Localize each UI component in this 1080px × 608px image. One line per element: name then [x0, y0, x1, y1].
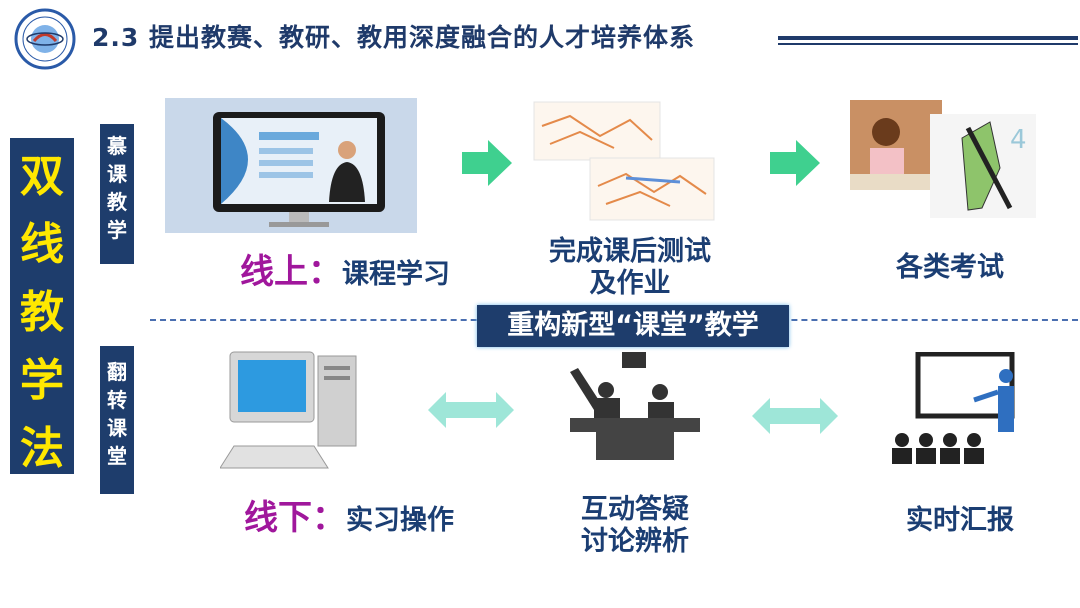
online-prefix: 线上：	[240, 252, 342, 292]
online-lecture-monitor-icon	[165, 98, 417, 233]
online-text: 课程学习	[342, 259, 450, 290]
right-arrow-icon	[770, 140, 820, 186]
tag-char: 课	[107, 416, 127, 440]
after-class-test-label: 完成课后测试 及作业	[540, 236, 720, 300]
tag-char: 学	[107, 218, 127, 242]
rebuild-classroom-banner: 重构新型“课堂”教学	[477, 305, 789, 347]
interact-line: 互动答疑	[581, 494, 689, 525]
left-bar-char: 学	[20, 355, 64, 406]
tag-char: 翻	[107, 360, 127, 384]
exams-label: 各类考试	[896, 252, 1004, 283]
double-arrow-icon	[428, 392, 514, 428]
tag-char: 教	[107, 190, 127, 214]
offline-practice-label: 线下：实习操作	[244, 490, 454, 539]
page-title: 2.3 提出教赛、教研、教用深度融合的人才培养体系	[92, 23, 695, 52]
flipped-class-tag: 翻 转 课 堂	[100, 346, 134, 494]
real-time-report-label: 实时汇报	[906, 505, 1014, 536]
double-arrow-icon	[752, 398, 838, 434]
after-class-line: 完成课后测试	[549, 236, 711, 267]
dual-line-teaching-bar: 双 线 教 学 法	[10, 138, 74, 474]
offline-prefix: 线下：	[244, 498, 346, 538]
interactive-qa-label: 互动答疑 讨论辨析	[565, 494, 705, 558]
tag-char: 课	[107, 162, 127, 186]
svg-text:4: 4	[1010, 125, 1027, 155]
tag-char: 慕	[107, 134, 127, 158]
after-class-line: 及作业	[589, 268, 671, 299]
left-bar-char: 线	[20, 219, 64, 270]
presentation-audience-icon	[888, 351, 1028, 472]
school-logo	[14, 8, 76, 70]
offline-text: 实习操作	[346, 505, 454, 536]
tag-char: 转	[107, 388, 127, 412]
online-learning-label: 线上：课程学习	[240, 244, 450, 293]
mooc-tag: 慕 课 教 学	[100, 124, 134, 264]
right-arrow-icon	[462, 140, 512, 186]
discussion-meeting-icon	[560, 350, 710, 462]
left-bar-char: 法	[20, 423, 64, 474]
left-bar-char: 教	[20, 287, 64, 338]
tag-char: 堂	[107, 444, 127, 468]
interact-line: 讨论辨析	[581, 526, 689, 557]
computer-icon	[219, 350, 360, 480]
exam-students-icon: 4	[850, 98, 1042, 223]
map-worksheet-icon	[530, 96, 720, 226]
title-rule	[778, 36, 1078, 50]
left-bar-char: 双	[20, 151, 64, 202]
